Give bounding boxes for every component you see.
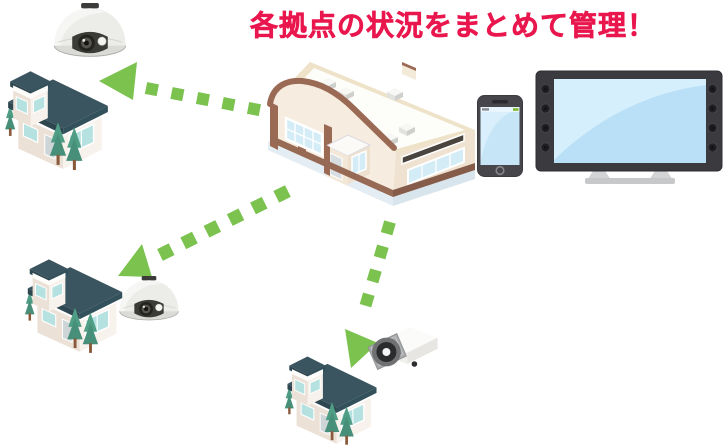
- tv-monitor-icon: [535, 70, 723, 184]
- dashed-arrow-to-top-left: [99, 62, 266, 117]
- phone-screen: [480, 107, 520, 165]
- home-button: [495, 165, 505, 176]
- office-building-icon: [267, 62, 475, 206]
- facade-window: [284, 116, 324, 157]
- tv-screen: [554, 79, 706, 163]
- house-icon: [22, 244, 128, 355]
- smartphone-icon: [477, 95, 523, 177]
- bullet-camera-icon: [367, 327, 438, 371]
- storefront-window: [407, 146, 465, 186]
- house-icon: [2, 55, 114, 172]
- dashed-arrow-to-bottom-left: [118, 183, 295, 277]
- dome-camera-icon: [50, 3, 130, 62]
- page-title: 各拠点の状況をまとめて管理！: [250, 10, 657, 42]
- dashed-arrow-to-bottom-center: [345, 220, 396, 368]
- arrowhead-icon: [345, 329, 378, 368]
- arrowhead-icon: [99, 62, 137, 100]
- arrowhead-icon: [118, 244, 152, 277]
